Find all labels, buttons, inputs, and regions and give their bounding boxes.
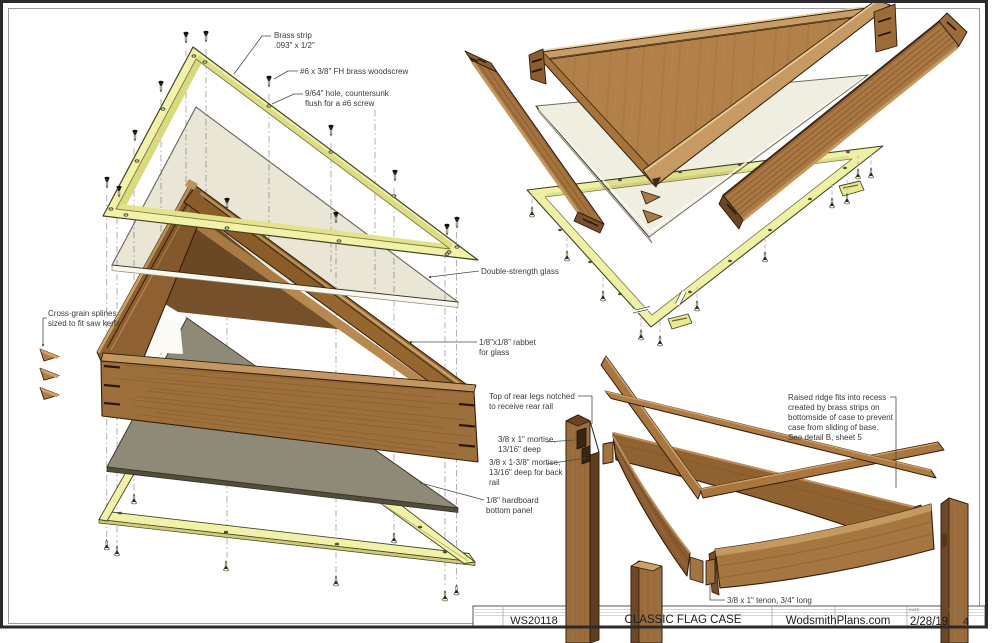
svg-text:Cross-grain splines: Cross-grain splines: [48, 309, 116, 318]
svg-text:3/8 x 1" tenon, 3/4" long: 3/8 x 1" tenon, 3/4" long: [727, 596, 812, 605]
svg-text:Raised ridge fits into recess: Raised ridge fits into recess: [788, 393, 886, 402]
svg-text:13/16" deep: 13/16" deep: [498, 445, 541, 454]
svg-text:13/16" deep for back: 13/16" deep for back: [489, 468, 564, 477]
svg-text:3/8 x 1-3/8" mortise,: 3/8 x 1-3/8" mortise,: [489, 458, 560, 467]
svg-text:Brass strip: Brass strip: [274, 31, 312, 40]
svg-text:#6 x 3/8" FH brass woodscrew: #6 x 3/8" FH brass woodscrew: [300, 67, 408, 76]
svg-text:WS20118: WS20118: [510, 615, 558, 627]
svg-text:to receive rear rail: to receive rear rail: [489, 402, 553, 411]
svg-text:CLASSIC FLAG CASE: CLASSIC FLAG CASE: [625, 614, 742, 626]
svg-text:3/8 x 1" mortise,: 3/8 x 1" mortise,: [498, 435, 556, 444]
svg-text:created by brass strips on: created by brass strips on: [788, 403, 880, 412]
svg-text:rail: rail: [489, 478, 500, 487]
svg-text:.093" x 1/2": .093" x 1/2": [274, 41, 315, 50]
svg-text:DATE: DATE: [909, 607, 920, 612]
svg-text:Top of rear legs notched: Top of rear legs notched: [489, 392, 575, 401]
svg-text:4: 4: [963, 616, 969, 628]
svg-text:bottomside of case to prevent: bottomside of case to prevent: [788, 413, 894, 422]
svg-text:WodsmithPlans.com: WodsmithPlans.com: [786, 615, 891, 627]
svg-text:bottom panel: bottom panel: [486, 506, 532, 515]
svg-text:1/8" hardboard: 1/8" hardboard: [486, 496, 539, 505]
svg-text:Double-strength glass: Double-strength glass: [481, 267, 559, 276]
svg-text:SHEET: SHEET: [948, 607, 962, 612]
svg-text:case from sliding of base.: case from sliding of base.: [788, 423, 879, 432]
svg-text:flush for a #6 screw: flush for a #6 screw: [305, 99, 375, 108]
svg-text:1/8"x1/8" rabbet: 1/8"x1/8" rabbet: [479, 338, 537, 347]
svg-text:9/64" hole, countersunk: 9/64" hole, countersunk: [305, 89, 390, 98]
svg-text:sized to fit saw kerfs: sized to fit saw kerfs: [48, 319, 120, 328]
svg-text:2/28/19: 2/28/19: [910, 616, 948, 628]
svg-text:for glass: for glass: [479, 348, 509, 357]
svg-text:See detail B, sheet 5: See detail B, sheet 5: [788, 433, 862, 442]
